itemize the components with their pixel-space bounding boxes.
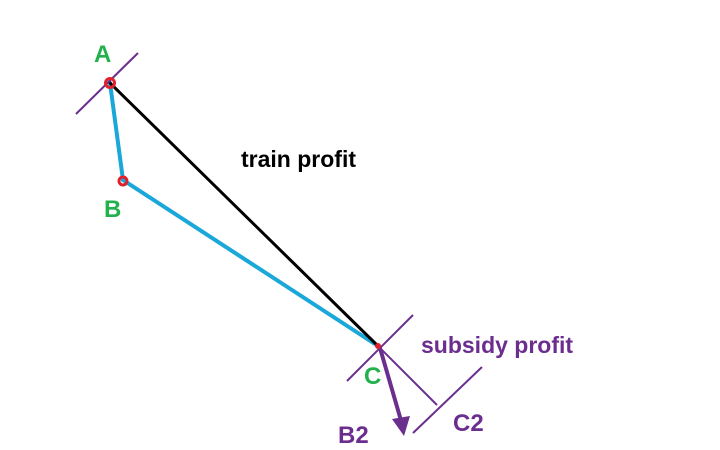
label-b: B [104,196,121,223]
edge-a-c-train [108,81,380,348]
arrow-c-b2 [378,346,404,426]
label-c2: C2 [453,410,484,437]
label-a: A [94,41,111,68]
edge-a-b [108,81,125,182]
label-b2: B2 [338,422,369,449]
point-b-marker [117,175,129,187]
label-train-profit: train profit [241,146,356,172]
point-c-marker [375,343,381,349]
edge-c-c2 [377,345,438,406]
tick-c2 [412,366,483,434]
edge-b-c [121,178,380,348]
point-a-marker [104,77,116,89]
label-c: C [364,363,381,390]
label-subsidy-profit: subsidy profit [421,332,573,358]
arrowhead-b2 [392,416,410,436]
